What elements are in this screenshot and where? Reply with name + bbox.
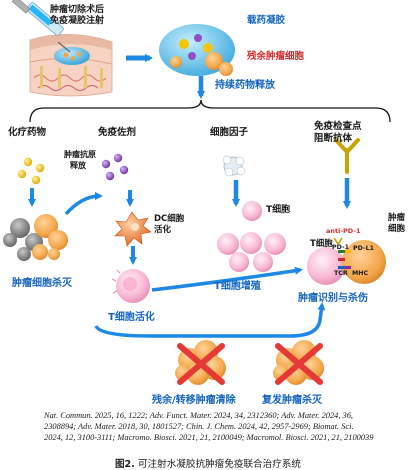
dc-activation-label-line1: DC细胞 [154, 214, 185, 224]
tcr-label: TCR [334, 270, 348, 277]
chemo-drug-label: 化疗药物 [8, 127, 47, 138]
sustained-release-label: 持续药物释放 [215, 80, 275, 91]
t-cell-label: T细胞 [266, 205, 291, 215]
immune-synapse-icon [307, 237, 386, 285]
release-brace [29, 99, 391, 123]
reference-text: Nat. Commun. 2025, 16, 1222; Adv. Funct.… [44, 411, 374, 442]
arrow-antigen-release [64, 192, 103, 216]
antibody-icon [334, 138, 360, 174]
skin-section-icon [29, 34, 113, 97]
mhc-label: MHC [352, 270, 369, 277]
tumor-kill-label: 肿瘤细胞杀灭 [12, 278, 72, 289]
tumor-recognition-label: 肿瘤识别与杀伤 [298, 293, 368, 304]
recurrence-kill-label: 复发肿瘤杀灭 [262, 395, 322, 406]
t-cell-expansion-label: T细胞增殖 [214, 281, 261, 292]
arrow-activation-to-recognition [94, 302, 326, 338]
t-cell-icon [242, 201, 262, 221]
cytokine-label: 细胞因子 [210, 127, 249, 138]
gel-tumor-icon [159, 24, 235, 76]
checkpoint-label-line2: 阻断抗体 [314, 133, 353, 144]
tumor-cluster-icon [3, 214, 68, 261]
checkpoint-label-line1: 免疫检查点 [314, 121, 362, 132]
injection-label-line1: 肿瘤切除术后 [50, 5, 105, 15]
dc-cell-icon [114, 211, 152, 247]
caption-text: 可注射水凝胶抗肿瘤免疫联合治疗系统 [134, 459, 302, 470]
anti-pd1-label: anti-PD-1 [326, 227, 361, 235]
gel-label: 载药凝胶 [247, 15, 286, 26]
cross-icon [273, 340, 324, 385]
t-cell-activation-label: T细胞活化 [108, 312, 155, 323]
antigen-release-label-line1: 肿瘤抗原 [64, 150, 96, 159]
injection-label-line2: 免疫凝胶注射 [50, 16, 105, 26]
caption-number: 图2. [114, 459, 135, 470]
adjuvant-label: 免疫佐剂 [98, 127, 137, 138]
connector-kill-to-activation [104, 286, 112, 292]
dc-activation-label-line2: 活化 [154, 225, 172, 235]
t-cell-activated-icon [111, 269, 150, 303]
adjuvant-particles-icon [101, 153, 129, 181]
tumor-cell-label-line2: 细胞 [388, 224, 406, 234]
residual-clearance-label: 残余/转移肿瘤清除 [152, 395, 236, 406]
antigen-release-label-line2: 释放 [70, 161, 86, 170]
figure-caption: 图2. 可注射水凝胶抗肿瘤免疫联合治疗系统 [0, 456, 416, 470]
arrow-expansion-to-recognition [290, 252, 308, 256]
cross-icon [175, 340, 226, 385]
arrow-activation-up [151, 266, 303, 292]
tumor-cell-label-line1: 肿瘤 [388, 213, 406, 223]
pdl1-label: PD-L1 [353, 245, 374, 252]
reference-list: Nat. Commun. 2025, 16, 1222; Adv. Funct.… [44, 410, 374, 443]
cytokine-icon [222, 155, 246, 177]
drug-particles-icon [17, 157, 45, 185]
synapse-t-cell-label: T细胞 [310, 239, 333, 249]
pd1-label: PD-1 [332, 244, 349, 251]
residual-tumor-label: 残余肿瘤细胞 [247, 51, 305, 62]
t-cell-cluster-icon [217, 232, 286, 272]
syringe-icon [11, 0, 71, 53]
